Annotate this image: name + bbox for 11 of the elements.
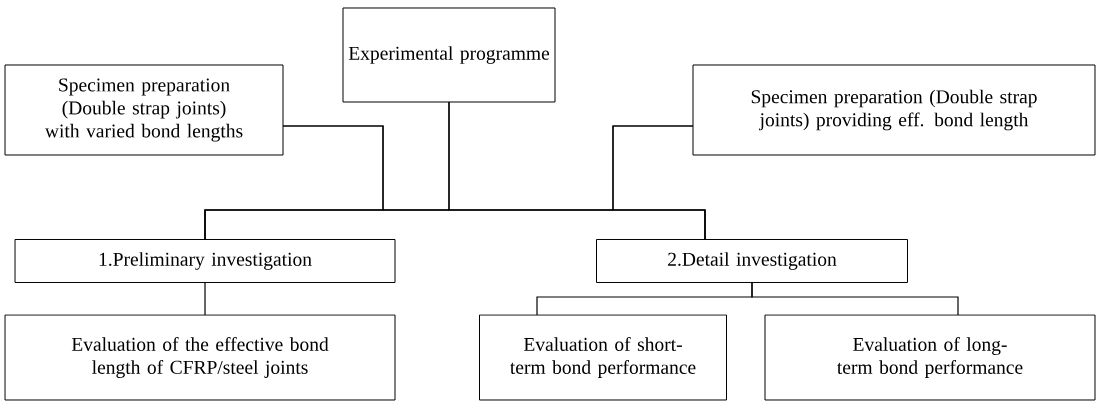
text-box: Specimen preparation (Double strap joints) with varied bond lengths xyxy=(4,64,284,156)
text-box: Evaluation of the effective bond length of CFRP/steel joints xyxy=(4,314,396,401)
connector-line xyxy=(612,125,706,241)
connector-line xyxy=(204,282,206,316)
text-box: 1.Preliminary investigation xyxy=(14,239,396,283)
text-box: Evaluation of long-term bond performance xyxy=(764,314,1096,401)
text-box: Specimen preparation (Double strap joints) providing eff. bond length xyxy=(692,64,1096,156)
text-box: Evaluation of short-term bond performance xyxy=(479,314,727,401)
text-box: Experimental programme xyxy=(342,7,556,103)
text-box: 2.Detail investigation xyxy=(596,239,908,283)
connector-line xyxy=(751,282,959,316)
